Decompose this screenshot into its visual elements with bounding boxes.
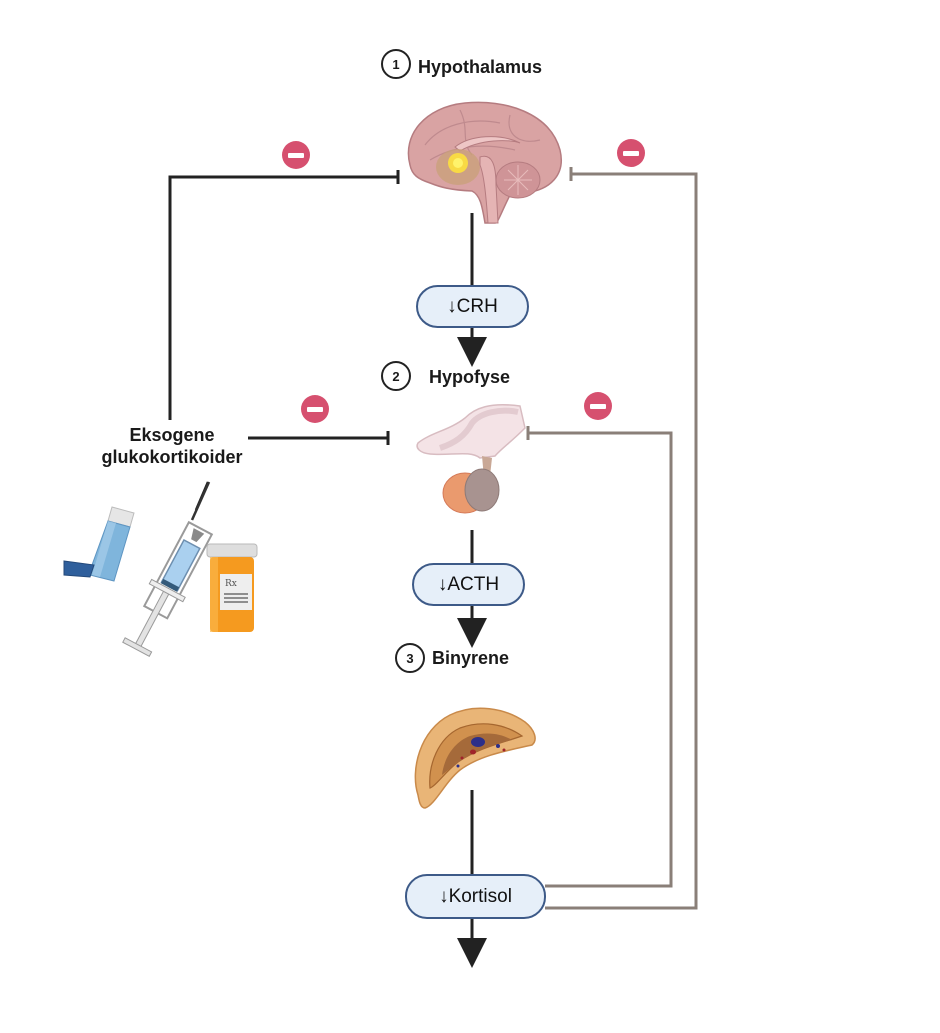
hormone-pill-acth: ↓ACTH [412,563,525,606]
exogenous-label-line1: Eksogene [129,425,215,445]
hormone-pill-kortisol: ↓Kortisol [405,874,546,919]
adrenal-gland-icon [414,707,536,809]
inhibit-minus-icon-kortisol-hypofyse [584,392,612,420]
step-title-hypothalamus: Hypothalamus [418,57,543,77]
step-number-3: 3 [395,643,425,673]
pituitary-icon [416,404,526,514]
pill-bottle-icon: Rx [206,543,258,632]
step-number-1: 1 [381,49,411,79]
inhibit-minus-icon-exogen-hypothalamus [282,141,310,169]
feedback-line-kortisol-to-hypothalamus [545,172,698,910]
inhibit-minus-icon-exogen-hypofyse [301,395,329,423]
inhaler-icon [63,506,135,582]
feedback-line-kortisol-to-hypofyse [528,431,673,888]
step-title-hypofyse: Hypofyse [429,367,511,387]
step-title-binyrene: Binyrene [432,648,510,668]
inhibit-minus-icon-kortisol-hypothalamus [617,139,645,167]
rx-label: Rx [225,579,237,589]
exogenous-glucocorticoids-label: Eksogene glukokortikoider [96,424,248,468]
step-number-2: 2 [381,361,411,391]
hormone-pill-crh: ↓CRH [416,285,529,328]
inhibit-line-exogen-to-hypothalamus [168,175,398,420]
exogenous-label-line2: glukokortikoider [101,447,243,467]
syringe-icon [122,481,214,658]
brain-icon [407,101,562,224]
